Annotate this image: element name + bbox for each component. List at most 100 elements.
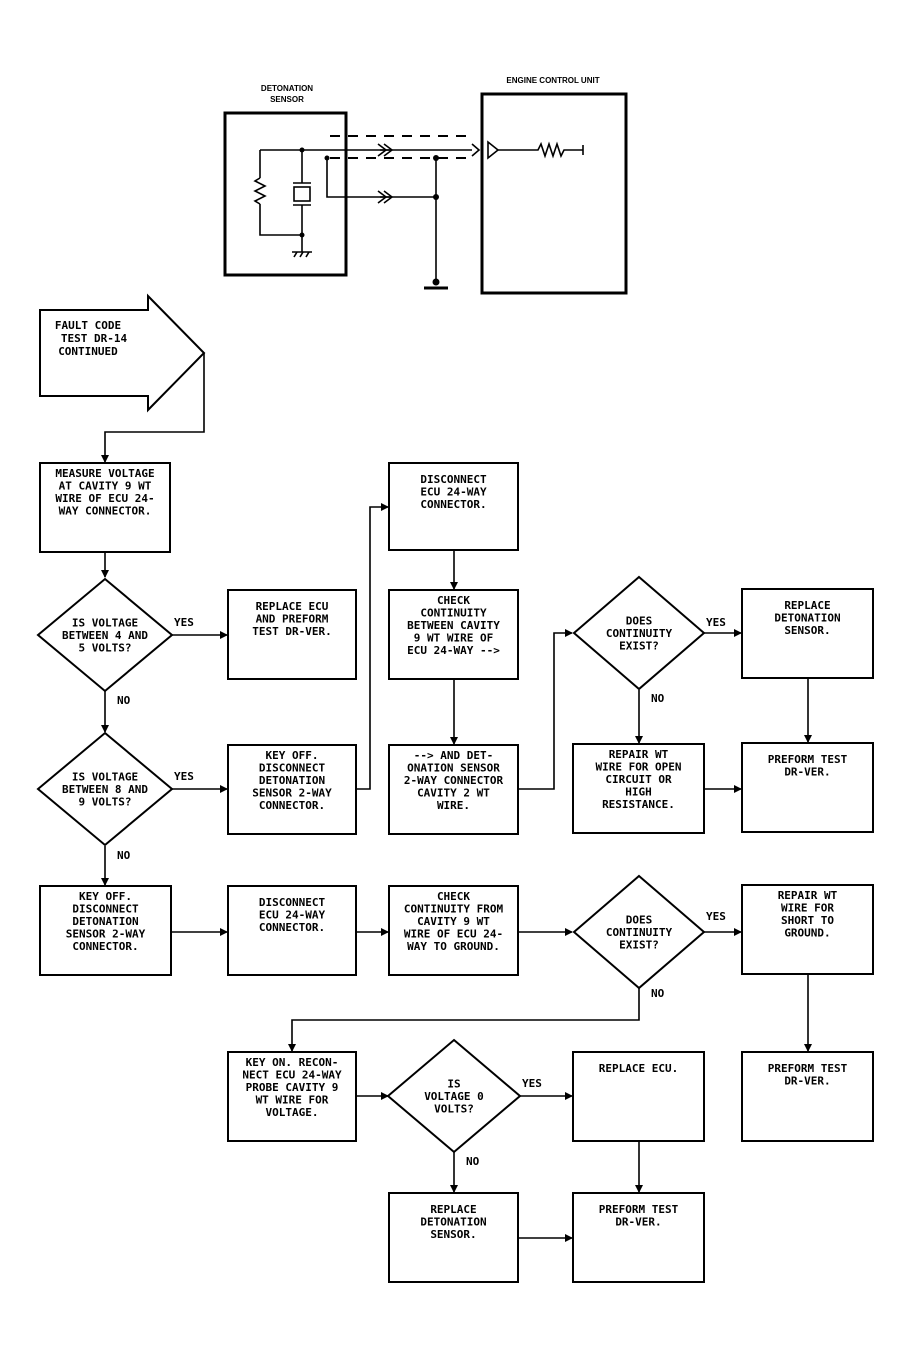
- node-text-line: WIRE OF ECU 24-: [55, 492, 154, 505]
- node-text-line: WAY CONNECTOR.: [59, 505, 152, 518]
- node-text-line: WIRE FOR OPEN: [595, 761, 681, 774]
- node-replace-ecu-2: REPLACE ECU.: [572, 1051, 705, 1142]
- node-text-line: EXIST?: [619, 939, 659, 952]
- node-text-line: VOLTAGE 0: [424, 1090, 484, 1103]
- node-text-line: SENSOR 2-WAY: [252, 787, 332, 800]
- process-box: [572, 1051, 705, 1142]
- ecu-label: ENGINE CONTROL UNIT: [506, 76, 599, 85]
- node-text-line: DISCONNECT: [420, 473, 487, 486]
- node-text-line: SENSOR 2-WAY: [66, 928, 146, 941]
- node-text-line: VOLTAGE.: [266, 1106, 319, 1119]
- signal-wire: [330, 135, 584, 161]
- node-text-line: WIRE.: [437, 799, 470, 812]
- no-label: NO: [466, 1155, 480, 1168]
- flow-connectors: [101, 353, 812, 1242]
- node-text-line: DR-VER.: [615, 1216, 661, 1229]
- node-text-line: CONNECTOR.: [420, 498, 486, 511]
- node-text-line: DETONATION: [259, 774, 325, 787]
- process-box: [741, 742, 874, 833]
- node-text-line: BETWEEN 4 AND: [62, 629, 148, 642]
- node-text-line: SENSOR.: [784, 624, 830, 637]
- node-text-line: KEY OFF.: [79, 890, 132, 903]
- node-text-line: PREFORM TEST: [599, 1203, 679, 1216]
- node-text-line: AT CAVITY 9 WT: [59, 480, 152, 493]
- node-text-line: CONTINUITY: [606, 926, 673, 939]
- node-text-line: EXIST?: [619, 640, 659, 653]
- node-text-line: BETWEEN CAVITY: [407, 619, 500, 632]
- node-text-line: SENSOR.: [430, 1228, 476, 1241]
- node-text-line: IS VOLTAGE: [72, 617, 138, 630]
- no-label: NO: [117, 849, 131, 862]
- node-text-line: ONATION SENSOR: [407, 762, 500, 775]
- process-box: [39, 462, 171, 553]
- sensor-label-line-2: SENSOR: [270, 95, 304, 104]
- ground-wire: [377, 158, 448, 290]
- process-box: [227, 744, 357, 835]
- node-text-line: CONNECTOR.: [259, 921, 325, 934]
- node-text-line: PREFORM TEST: [768, 753, 848, 766]
- process-box: [741, 1051, 874, 1142]
- no-label: NO: [117, 694, 131, 707]
- node-text-line: CAVITY 2 WT: [417, 787, 490, 800]
- process-box: [39, 885, 172, 976]
- piezo-crystal-icon: [293, 186, 311, 202]
- node-text-line: CIRCUIT OR: [605, 773, 672, 786]
- process-box: [227, 1051, 357, 1142]
- ecu-box: [480, 92, 628, 295]
- process-box: [388, 589, 519, 680]
- node-text-line: CHECK: [437, 890, 470, 903]
- detonation-sensor-box: [223, 111, 348, 277]
- node-text-line: ECU 24-WAY -->: [407, 644, 500, 657]
- node-text-line: NECT ECU 24-WAY: [242, 1069, 342, 1082]
- process-box: [227, 885, 357, 976]
- start-text-2: TEST DR-14: [61, 332, 128, 345]
- node-text-line: DISCONNECT: [259, 896, 326, 909]
- node-text-line: VOLTS?: [434, 1103, 474, 1116]
- node-text-line: IS VOLTAGE: [72, 771, 138, 784]
- process-box: [741, 588, 874, 679]
- resistor-icon: [253, 177, 267, 205]
- node-text-line: AND PREFORM: [256, 613, 329, 626]
- yes-label: YES: [706, 616, 726, 629]
- no-label: NO: [651, 987, 665, 1000]
- node-text-line: 5 VOLTS?: [79, 642, 132, 655]
- node-text-line: --> AND DET-: [414, 749, 493, 762]
- node-text-line: REPLACE: [430, 1203, 476, 1216]
- process-box: [388, 744, 519, 835]
- node-text-line: IS: [447, 1078, 460, 1091]
- node-text-line: DETONATION: [72, 915, 138, 928]
- node-text-line: DOES: [626, 615, 653, 628]
- node-text-line: MEASURE VOLTAGE: [55, 467, 154, 480]
- node-text-line: WT WIRE FOR: [256, 1094, 329, 1107]
- node-text-line: KEY OFF.: [266, 749, 319, 762]
- node-text-line: ECU 24-WAY: [259, 909, 326, 922]
- node-text-line: TEST DR-VER.: [252, 625, 331, 638]
- node-text-line: GROUND.: [784, 927, 830, 940]
- node-text-line: DISCONNECT: [259, 762, 326, 775]
- node-text-line: BETWEEN 8 AND: [62, 783, 148, 796]
- yes-label: YES: [174, 616, 194, 629]
- node-text-line: DETONATION: [774, 612, 840, 625]
- process-box: [741, 884, 874, 975]
- start-text-3: CONTINUED: [58, 345, 118, 358]
- node-text-line: CAVITY 9 WT: [417, 915, 490, 928]
- decision-diamond: [386, 1038, 522, 1154]
- node-text-line: DETONATION: [420, 1216, 486, 1229]
- node-text-line: CONTINUITY FROM: [404, 903, 504, 916]
- node-text-line: PROBE CAVITY 9: [246, 1081, 339, 1094]
- node-text-line: 9 VOLTS?: [79, 796, 132, 809]
- node-text-line: KEY ON. RECON-: [246, 1056, 339, 1069]
